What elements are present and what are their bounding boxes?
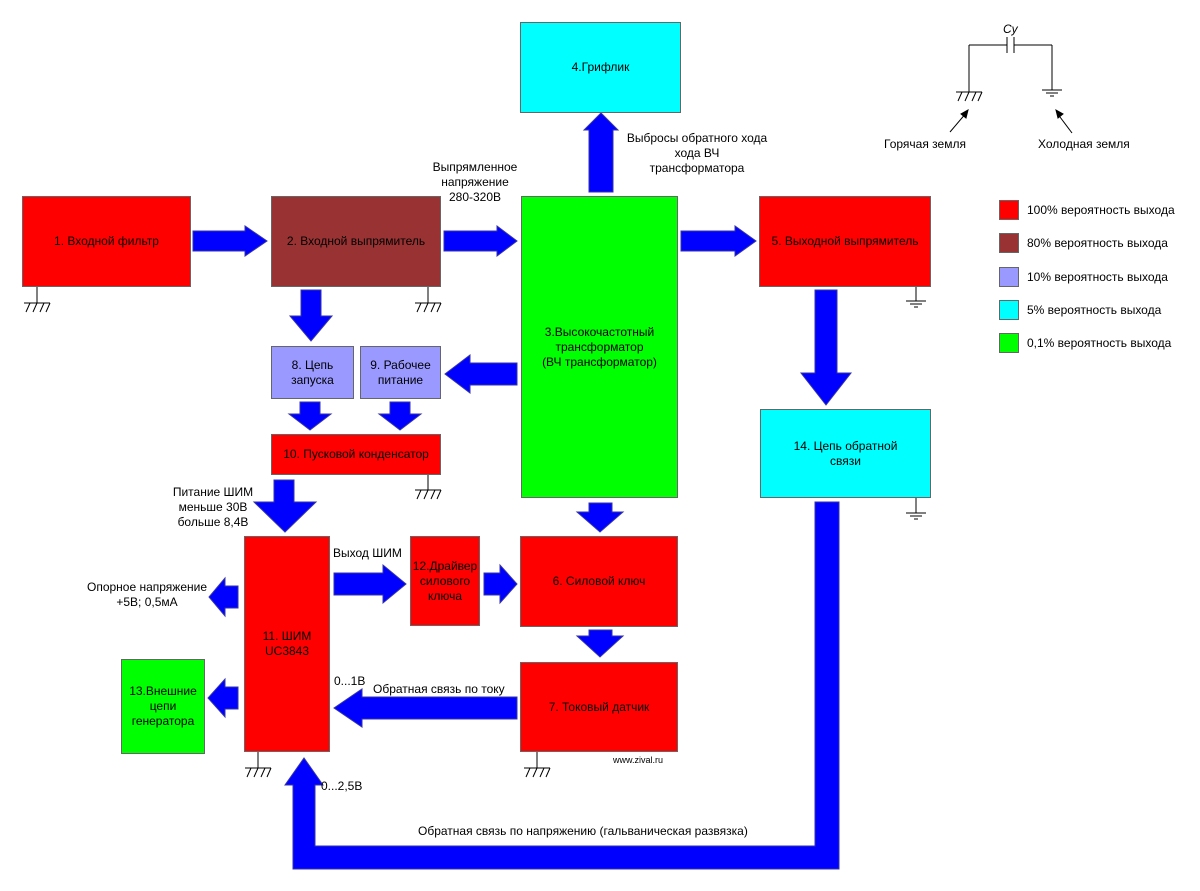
legend-swatch — [999, 333, 1019, 353]
hot-ground-label: Горячая земля — [884, 137, 966, 151]
input-rectifier-block: 2. Входной выпрямитель — [271, 196, 441, 287]
switch-driver-block: 12.Драйвер силового ключа — [410, 536, 480, 626]
arrow-pwm-to-external — [207, 677, 239, 719]
hot-ground-icon — [24, 287, 51, 313]
arrow-output-rectifier-to-feedback — [799, 289, 853, 406]
arrow-switch-to-current-sensor — [575, 629, 625, 658]
legend-text: 0,1% вероятность выхода — [1027, 336, 1172, 350]
cold-grounds — [906, 37, 1073, 520]
pwm-controller-block: 11. ШИМ UC3843 — [244, 536, 330, 752]
input-filter-block: 1. Входной фильтр — [22, 196, 191, 287]
arrow-transformer-to-working-supply — [444, 353, 518, 395]
legend-text: 10% вероятность выхода — [1027, 270, 1168, 284]
arrow-pwm-to-vref — [208, 576, 239, 618]
arrow-rectifier-to-transformer — [443, 225, 518, 257]
output-rectifier-block: 5. Выходной выпрямитель — [759, 196, 931, 287]
legend-swatch — [999, 300, 1019, 320]
start-capacitor-block: 10. Пусковой конденсатор — [271, 434, 441, 475]
pwm-supply-label: Питание ШИМ меньше 30В больше 8,4В — [172, 485, 254, 529]
arrow-rectifier-to-start-circuit — [288, 289, 334, 342]
hot-ground-icon — [245, 752, 272, 778]
legend-text: 80% вероятность выхода — [1027, 236, 1168, 250]
legend-item: 80% вероятность выхода — [999, 231, 1168, 255]
hot-ground-icon — [415, 287, 442, 313]
working-supply-block: 9. Рабочее питание — [360, 346, 441, 399]
legend-swatch — [999, 233, 1019, 253]
arrow-current-feedback — [333, 688, 518, 728]
arrow-working-to-capacitor — [377, 401, 423, 431]
cold-ground-icon — [906, 498, 926, 520]
rectified-voltage-label: Выпрямленное напряжение 280-320В — [432, 160, 518, 204]
range-0-2-5v-label: 0...2,5В — [321, 779, 363, 793]
legend-item: 100% вероятность выхода — [999, 198, 1175, 222]
hot-ground-icon — [415, 475, 442, 500]
legend-swatch — [999, 200, 1019, 220]
flyback-label: Выбросы обратного хода хода ВЧ трансформ… — [626, 131, 768, 175]
legend-text: 100% вероятность выхода — [1027, 203, 1175, 217]
range-0-1v-label: 0...1В — [334, 674, 366, 688]
arrow-voltage-feedback — [284, 501, 840, 870]
capacitor-label: Cy — [1003, 22, 1018, 36]
pointer-arrows — [949, 108, 1073, 134]
arrow-transformer-to-griflik — [582, 112, 620, 193]
feedback-circuit-block: 14. Цепь обратной связи — [760, 409, 931, 498]
cold-ground-icon — [1042, 45, 1062, 97]
hot-ground-icon — [956, 45, 983, 102]
arrow-start-to-capacitor — [287, 401, 333, 431]
legend-item: 10% вероятность выхода — [999, 265, 1168, 289]
legend-item: 5% вероятность выхода — [999, 298, 1161, 322]
arrow-capacitor-to-pwm — [252, 479, 318, 533]
cold-ground-label: Холодная земля — [1038, 137, 1130, 151]
arrow-driver-to-switch — [483, 563, 518, 605]
arrow-transformer-to-switch — [575, 502, 625, 533]
power-switch-block: 6. Силовой ключ — [520, 536, 678, 627]
arrow-filter-to-rectifier — [192, 225, 268, 257]
external-circuits-block: 13.Внешние цепи генератора — [121, 659, 205, 754]
current-feedback-label: Обратная связь по току — [373, 682, 505, 696]
hf-transformer-block: 3.Высокочастотный трансформатор (ВЧ тран… — [521, 196, 678, 498]
legend-item: 0,1% вероятность выхода — [999, 331, 1171, 355]
cold-ground-icon — [906, 287, 926, 308]
arrow-transformer-to-output-rectifier — [680, 225, 757, 257]
legend-text: 5% вероятность выхода — [1027, 303, 1162, 317]
arrow-pwm-to-driver — [333, 563, 407, 605]
legend-swatch — [999, 267, 1019, 287]
hot-grounds — [24, 45, 983, 778]
capacitor-icon — [969, 37, 1052, 53]
start-circuit-block: 8. Цепь запуска — [271, 346, 354, 399]
vref-label: Опорное напряжение +5В; 0,5мА — [86, 580, 208, 609]
griflik-block: 4.Грифлик — [520, 22, 681, 113]
pwm-output-label: Выход ШИМ — [333, 546, 402, 560]
hot-ground-icon — [524, 752, 551, 778]
website-label: www.zival.ru — [613, 755, 664, 765]
current-sensor-block: 7. Токовый датчик — [520, 662, 678, 752]
voltage-feedback-label: Обратная связь по напряжению (гальваниче… — [418, 824, 748, 838]
